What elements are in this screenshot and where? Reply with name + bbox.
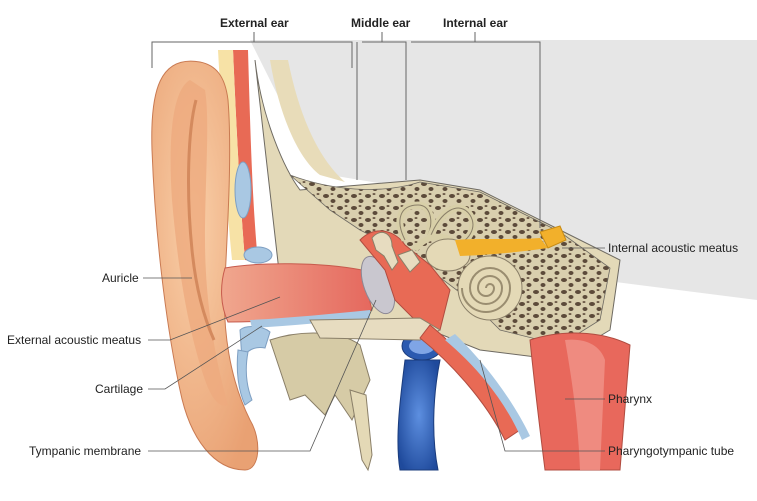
label-auricle: Auricle: [102, 271, 139, 285]
label-tympanic-membrane: Tympanic membrane: [29, 444, 142, 458]
header-middle-ear: Middle ear: [351, 16, 411, 30]
header-brackets: [151, 32, 541, 228]
label-pharyngotympanic-tube: Pharyngotympanic tube: [608, 444, 735, 458]
label-cartilage: Cartilage: [95, 382, 144, 396]
header-internal-ear: Internal ear: [443, 16, 508, 30]
leader-lines: [143, 247, 605, 452]
label-internal-acoustic-meatus: Internal acoustic meatus: [608, 241, 739, 255]
header-external-ear: External ear: [220, 16, 289, 30]
label-pharynx: Pharynx: [608, 392, 653, 406]
label-external-acoustic-meatus: External acoustic meatus: [7, 333, 142, 347]
